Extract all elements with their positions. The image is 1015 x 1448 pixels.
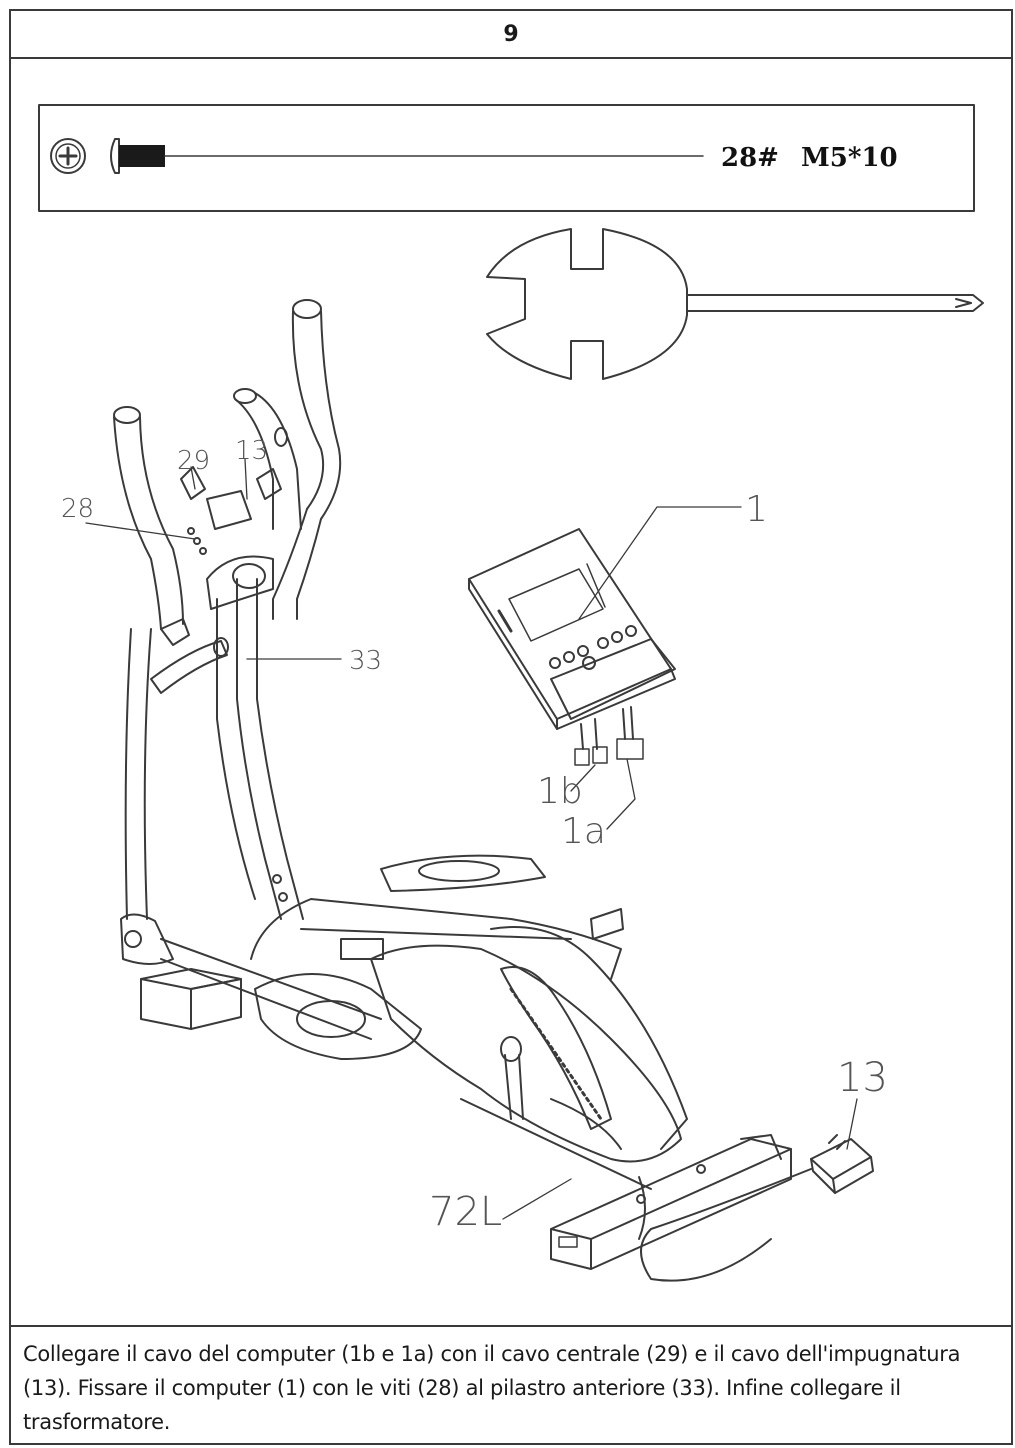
phillips-screw-head-icon [50,138,86,174]
hardware-size: M5*10 [801,143,898,173]
callout-29: 29 [177,446,210,476]
leader-lines [85,458,858,1220]
cable-connectors [180,466,282,555]
assembly-svg: 28# M5*10 [38,104,984,1282]
callout-13-adapter: 13 [837,1055,888,1101]
page-frame: 9 28# M5*10 [9,9,1013,1445]
callout-1b: 1b [537,771,583,812]
callout-1: 1 [745,489,768,530]
front-post [206,555,304,920]
flywheel-housing [370,926,688,1190]
callout-13-handle: 13 [235,436,268,466]
computer-console [468,528,676,766]
handlebars [113,299,342,694]
screw-side-icon [110,138,165,174]
callout-33: 33 [349,646,382,676]
front-stabilizer [550,1134,792,1270]
callout-72l: 72L [429,1189,502,1235]
step-number: 9 [503,21,519,47]
adapter-plug-icon [638,1134,874,1282]
wrench-tool-icon [486,228,984,380]
callout-28: 28 [61,494,94,524]
assembly-drawing: 28# M5*10 [11,59,1011,1325]
hardware-part-number: 28# [721,143,779,173]
step-header: 9 [11,11,1011,59]
callout-1a: 1a [561,811,606,852]
instruction-text: Collegare il cavo del computer (1b e 1a)… [23,1342,961,1434]
elliptical-frame [120,628,624,1060]
hardware-box: 28# M5*10 [38,104,975,212]
section-divider [11,1325,1011,1327]
